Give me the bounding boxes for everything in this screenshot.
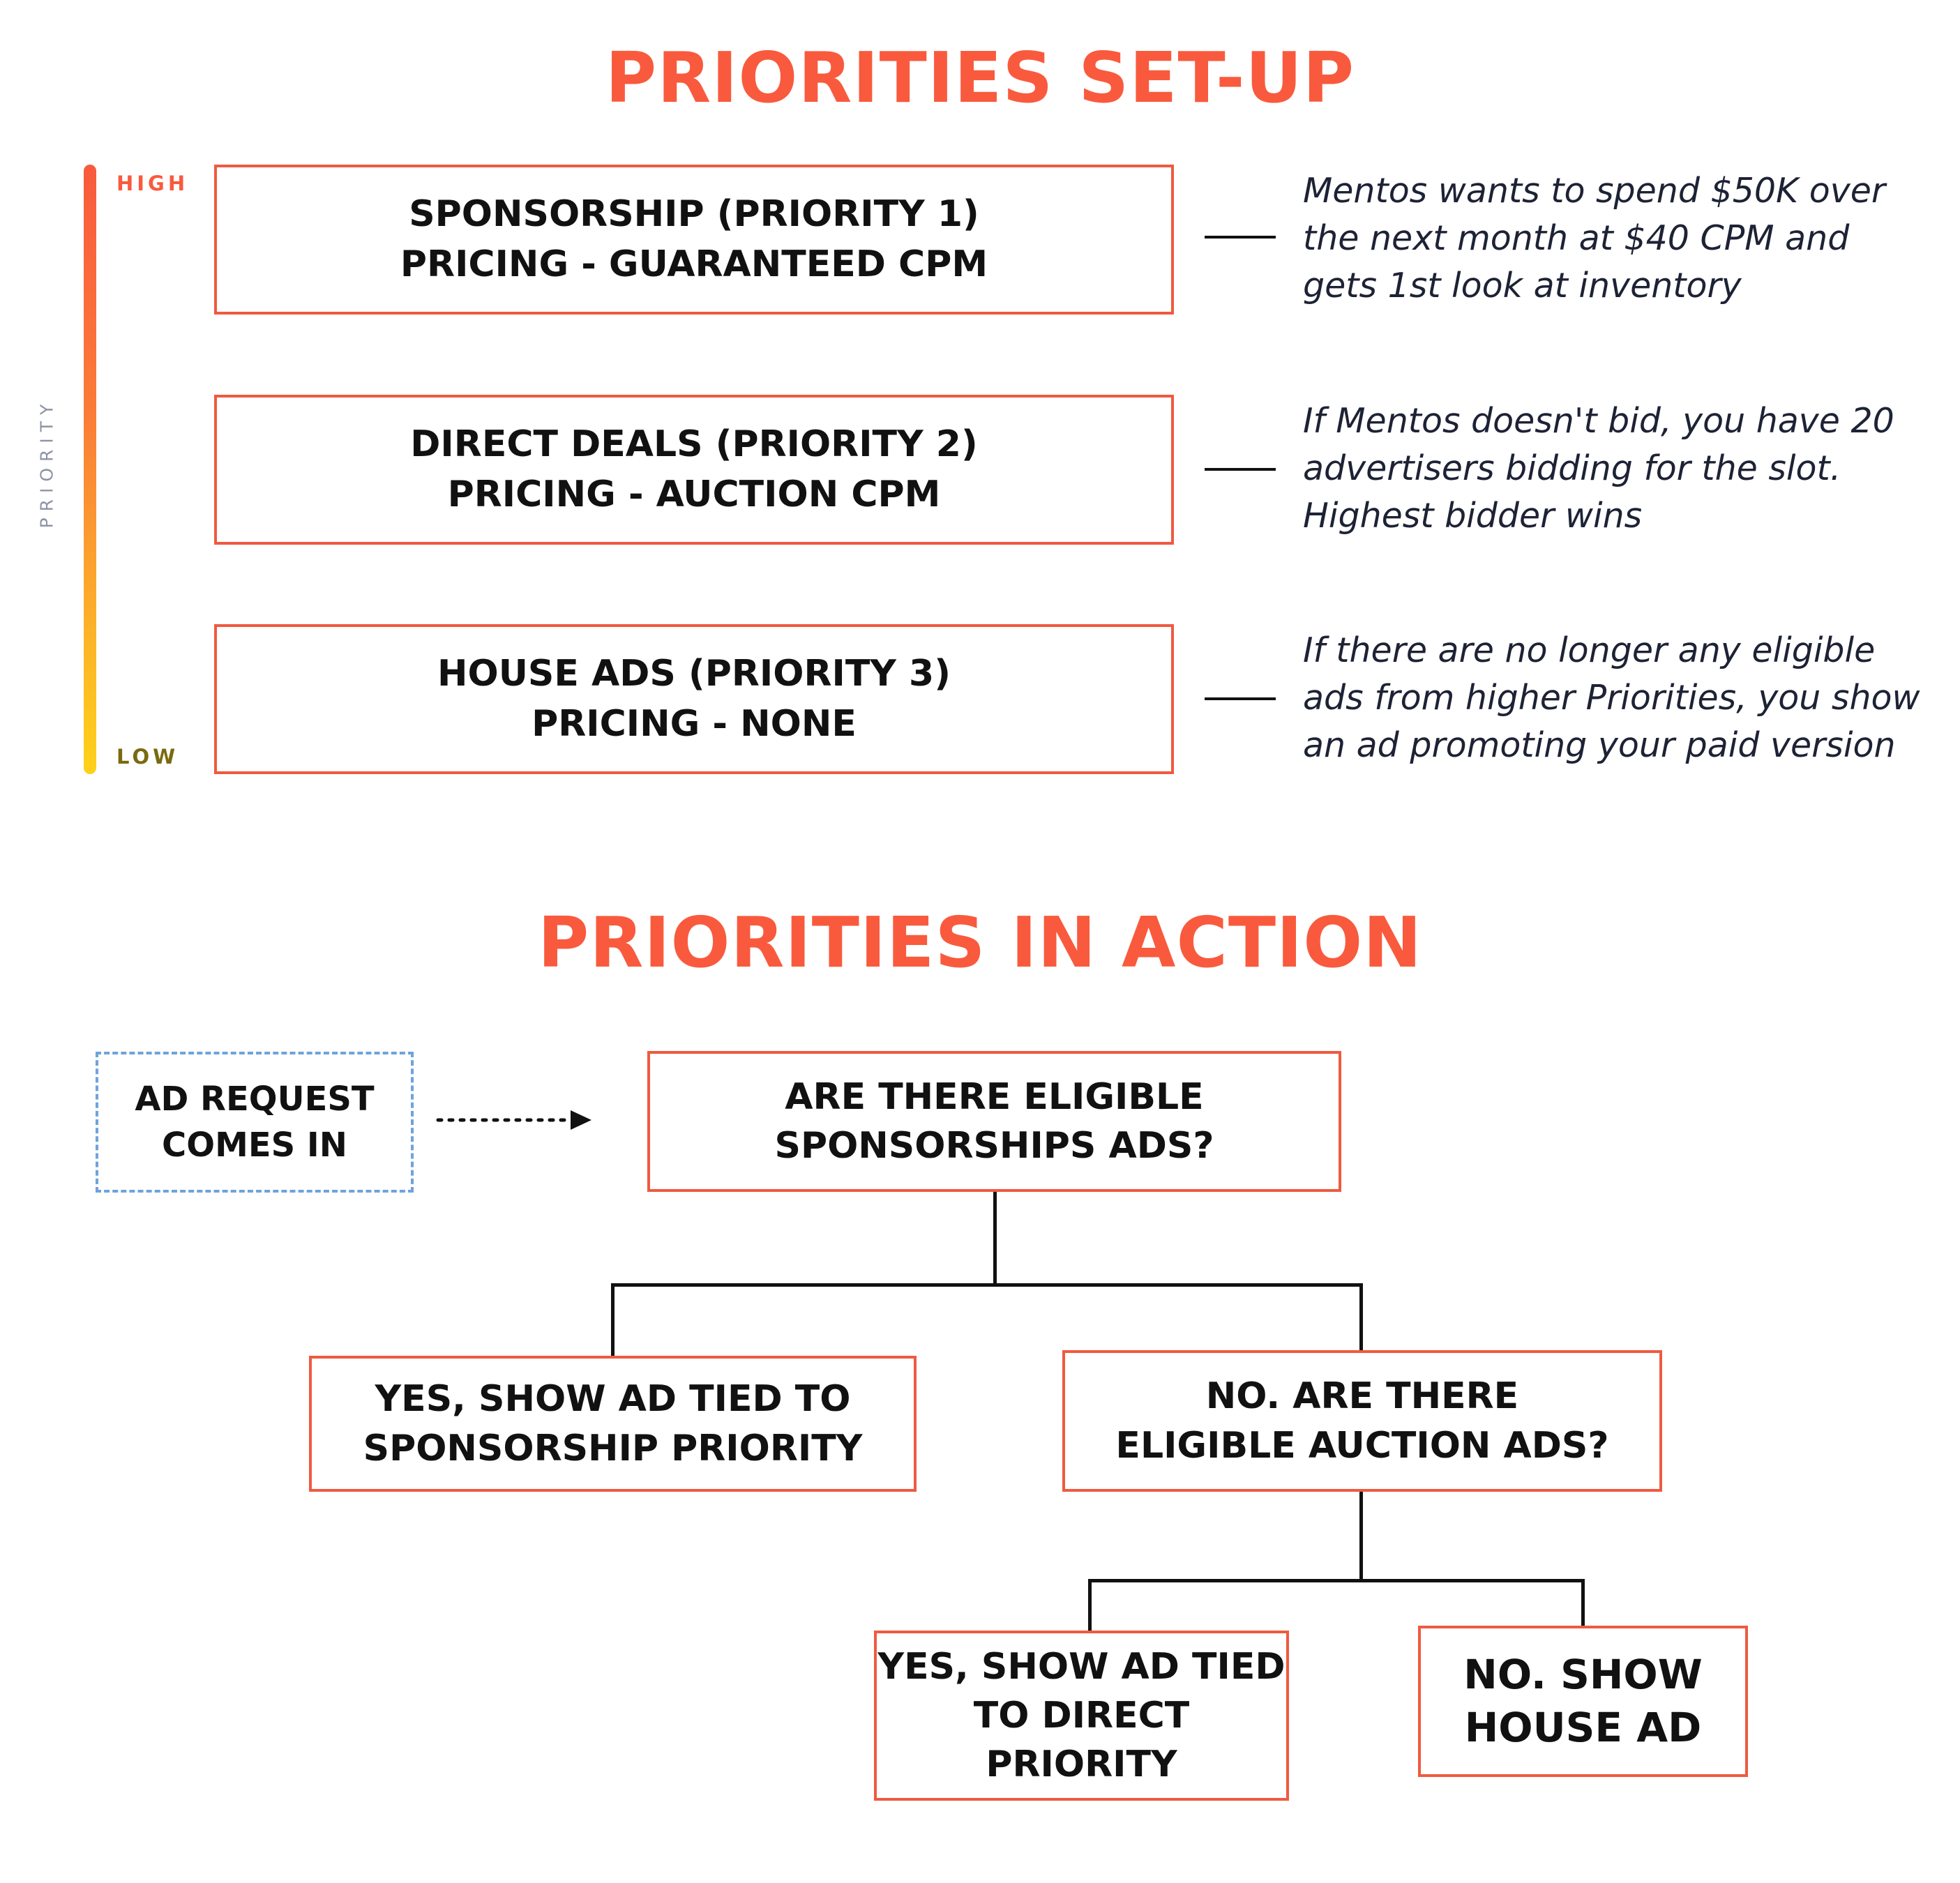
tier-connector-line — [1205, 468, 1276, 471]
tier-box-direct-deals: DIRECT DEALS (PRIORITY 2) PRICING - AUCT… — [214, 395, 1174, 545]
tier-pricing: PRICING - AUCTION CPM — [447, 473, 941, 515]
tier-note-direct-deals: If Mentos doesn't bid, you have 20 adver… — [1303, 401, 1894, 536]
ad-request-node: AD REQUEST COMES IN — [96, 1052, 414, 1193]
tier-pricing: PRICING - NONE — [532, 702, 857, 745]
priority-low-label: LOW — [116, 745, 179, 769]
auction-question-node: NO. ARE THERE ELIGIBLE AUCTION ADS? — [1062, 1350, 1662, 1492]
tier-pricing: PRICING - GUARANTEED CPM — [400, 243, 988, 285]
sponsorship-question-node: ARE THERE ELIGIBLE SPONSORSHIPS ADS? — [647, 1051, 1341, 1192]
tier-title: SPONSORSHIP (PRIORITY 1) — [409, 192, 979, 235]
tier-title: DIRECT DEALS (PRIORITY 2) — [410, 423, 978, 465]
tier-connector-line — [1205, 697, 1276, 700]
tree-connector — [611, 1283, 615, 1357]
tier-connector-line — [1205, 236, 1276, 239]
tree-connector — [993, 1192, 997, 1286]
priority-high-label: HIGH — [116, 172, 189, 195]
tier-note-sponsorship: Mentos wants to spend $50K over the next… — [1303, 171, 1886, 305]
action-title: PRIORITIES IN ACTION — [538, 902, 1422, 983]
tree-connector — [1581, 1579, 1585, 1627]
tree-connector — [1088, 1579, 1092, 1632]
tier-note-house-ads: If there are no longer any eligible ads … — [1303, 630, 1920, 765]
setup-title: PRIORITIES SET-UP — [605, 37, 1355, 119]
tree-connector — [1359, 1492, 1363, 1582]
show-direct-ad-node: YES, SHOW AD TIED TO DIRECT PRIORITY — [874, 1631, 1289, 1801]
tree-connector — [611, 1283, 1363, 1287]
tier-box-sponsorship: SPONSORSHIP (PRIORITY 1) PRICING - GUARA… — [214, 165, 1174, 315]
tier-title: HOUSE ADS (PRIORITY 3) — [437, 652, 951, 695]
tier-box-house-ads: HOUSE ADS (PRIORITY 3) PRICING - NONE — [214, 624, 1174, 774]
show-house-ad-node: NO. SHOW HOUSE AD — [1418, 1626, 1748, 1777]
tree-connector — [1088, 1579, 1585, 1582]
priority-gradient-bar — [84, 165, 96, 774]
dotted-arrow-icon — [436, 1110, 591, 1130]
show-sponsorship-ad-node: YES, SHOW AD TIED TO SPONSORSHIP PRIORIT… — [309, 1356, 917, 1492]
priority-axis-title: PRIORITY — [36, 398, 57, 529]
tree-connector — [1359, 1283, 1363, 1352]
